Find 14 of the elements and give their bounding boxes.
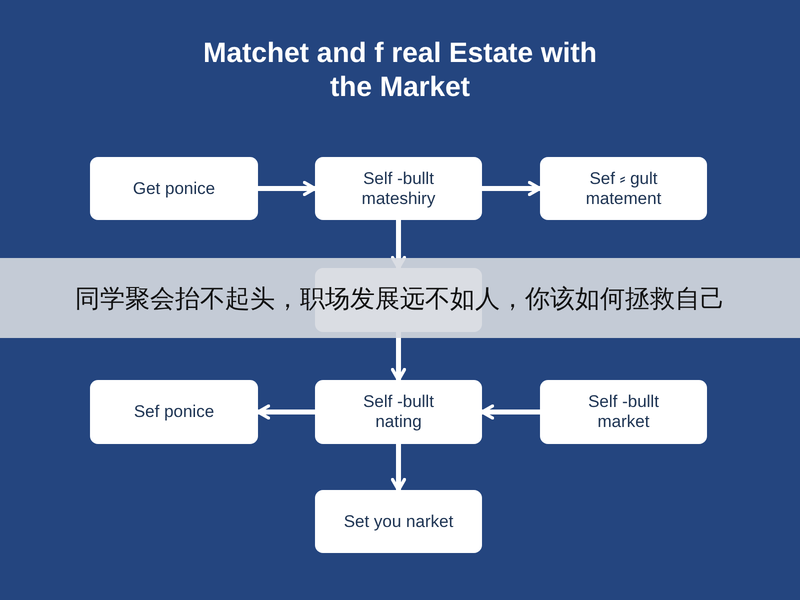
arrow — [482, 180, 542, 196]
arrow — [258, 180, 317, 196]
process-box: Sef ⸗ gult matement — [540, 157, 707, 220]
arrow — [390, 444, 406, 492]
process-box: Self -bullt market — [540, 380, 707, 444]
process-box: Self -bullt mateshiry — [315, 157, 482, 220]
process-box: Set you narket — [315, 490, 482, 553]
process-box: Get ponice — [90, 157, 258, 220]
arrow — [256, 404, 315, 420]
arrow — [480, 404, 540, 420]
title: Matchet and f real Estate with the Market — [202, 36, 598, 104]
banner-text: 同学聚会抬不起头，职场发展远不如人，你该如何拯救自己 — [75, 282, 725, 314]
process-box: Self -bullt nating — [315, 380, 482, 444]
process-box: Sef ponice — [90, 380, 258, 444]
